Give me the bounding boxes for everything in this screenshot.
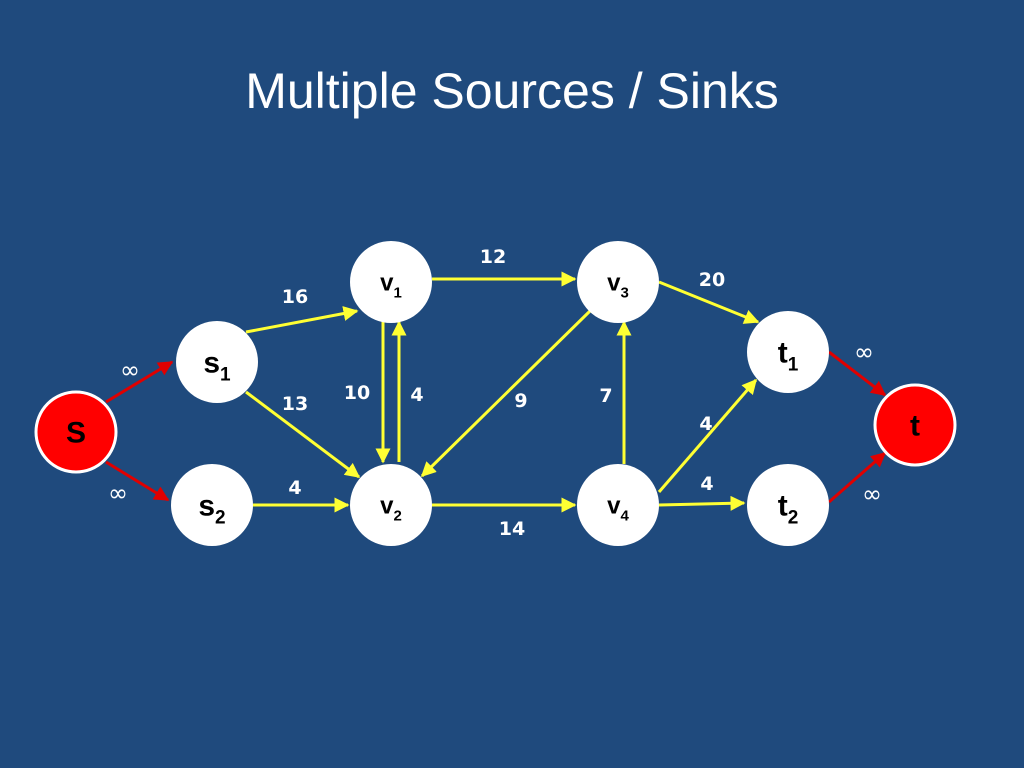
capacity-label-s1-v1: 16 bbox=[282, 286, 308, 308]
node-label-subscript: 2 bbox=[215, 508, 226, 529]
node-v3: v3 bbox=[577, 241, 659, 323]
node-label-base: v bbox=[607, 492, 621, 519]
edge-s1-v1 bbox=[245, 306, 359, 334]
node-S: S bbox=[34, 390, 118, 474]
capacity-label-v4-t1: 4 bbox=[699, 413, 712, 435]
capacity-label-s1-v2: 13 bbox=[282, 393, 308, 415]
node-label-base: t bbox=[778, 490, 788, 523]
edge-S-s2 bbox=[105, 460, 170, 502]
node-label-base: S bbox=[66, 417, 86, 450]
node-label-base: t bbox=[778, 337, 788, 370]
node-label-base: v bbox=[380, 492, 394, 519]
node-v2: v2 bbox=[350, 464, 432, 546]
edge-t2-t bbox=[828, 451, 887, 504]
node-circle-v2 bbox=[350, 464, 432, 546]
node-label-subscript: 2 bbox=[788, 508, 799, 529]
capacity-label-v4-t2: 4 bbox=[700, 473, 713, 495]
node-label-t2: t2 bbox=[778, 490, 799, 529]
capacity-label-v3-t1: 20 bbox=[699, 269, 725, 291]
node-circle-s2 bbox=[171, 464, 253, 546]
node-circle-v3 bbox=[577, 241, 659, 323]
node-s2: s2 bbox=[171, 464, 253, 546]
node-label-s1: s1 bbox=[203, 347, 231, 386]
node-t: t bbox=[873, 383, 957, 467]
node-circle-v1 bbox=[350, 241, 432, 323]
node-label-subscript: 1 bbox=[788, 355, 799, 376]
node-circle-t bbox=[873, 383, 957, 467]
node-t1: t1 bbox=[747, 311, 829, 393]
node-circle-t2 bbox=[747, 464, 829, 546]
capacity-label-t1-t: ∞ bbox=[854, 338, 874, 366]
capacity-label-v1-v3: 12 bbox=[480, 246, 506, 268]
node-circle-s1 bbox=[176, 321, 258, 403]
node-label-subscript: 2 bbox=[394, 507, 402, 524]
node-label-t1: t1 bbox=[778, 337, 799, 376]
node-label-s2: s2 bbox=[198, 490, 225, 529]
node-s1: s1 bbox=[176, 321, 258, 403]
node-t2: t2 bbox=[747, 464, 829, 546]
node-label-v2: v2 bbox=[380, 492, 402, 524]
node-label-subscript: 1 bbox=[394, 284, 402, 301]
node-label-base: s bbox=[203, 347, 220, 380]
edge-S-s1 bbox=[105, 360, 174, 404]
edge-s1-v2 bbox=[245, 390, 361, 479]
node-label-subscript: 3 bbox=[621, 284, 629, 301]
capacity-label-t2-t: ∞ bbox=[862, 480, 882, 508]
capacity-label-v2-v4: 14 bbox=[499, 518, 525, 540]
capacity-label-S-s2: ∞ bbox=[108, 479, 128, 507]
capacity-label-v4-v3: 7 bbox=[599, 385, 612, 407]
node-v4: v4 bbox=[577, 464, 659, 546]
node-circle-S bbox=[34, 390, 118, 474]
edge-v3-t1 bbox=[658, 280, 760, 324]
node-circle-v4 bbox=[577, 464, 659, 546]
node-label-v4: v4 bbox=[607, 492, 629, 524]
node-circle-t1 bbox=[747, 311, 829, 393]
edges-layer bbox=[105, 271, 887, 513]
node-label-base: s bbox=[198, 490, 215, 523]
capacity-label-v2-v1: 4 bbox=[410, 384, 423, 406]
capacity-label-S-s1: ∞ bbox=[120, 356, 140, 384]
node-label-v3: v3 bbox=[607, 269, 629, 301]
edge-v3-v2 bbox=[420, 309, 592, 478]
edge-v4-t2 bbox=[658, 495, 746, 511]
node-v1: v1 bbox=[350, 241, 432, 323]
edge-v4-t1 bbox=[657, 378, 758, 493]
capacity-label-v1-v2: 10 bbox=[344, 382, 370, 404]
page-title: Multiple Sources / Sinks bbox=[245, 63, 779, 119]
node-label-base: t bbox=[910, 410, 920, 443]
node-label-v1: v1 bbox=[380, 269, 402, 301]
capacity-label-s2-v2: 4 bbox=[288, 477, 301, 499]
node-label-base: v bbox=[607, 269, 621, 296]
node-label-subscript: 4 bbox=[621, 507, 630, 524]
edge-t1-t bbox=[828, 350, 887, 397]
node-label-subscript: 1 bbox=[220, 365, 231, 386]
node-label-t: t bbox=[910, 410, 920, 443]
node-label-base: v bbox=[380, 269, 394, 296]
capacity-label-v3-v2: 9 bbox=[514, 390, 527, 412]
node-label-S: S bbox=[66, 417, 86, 450]
